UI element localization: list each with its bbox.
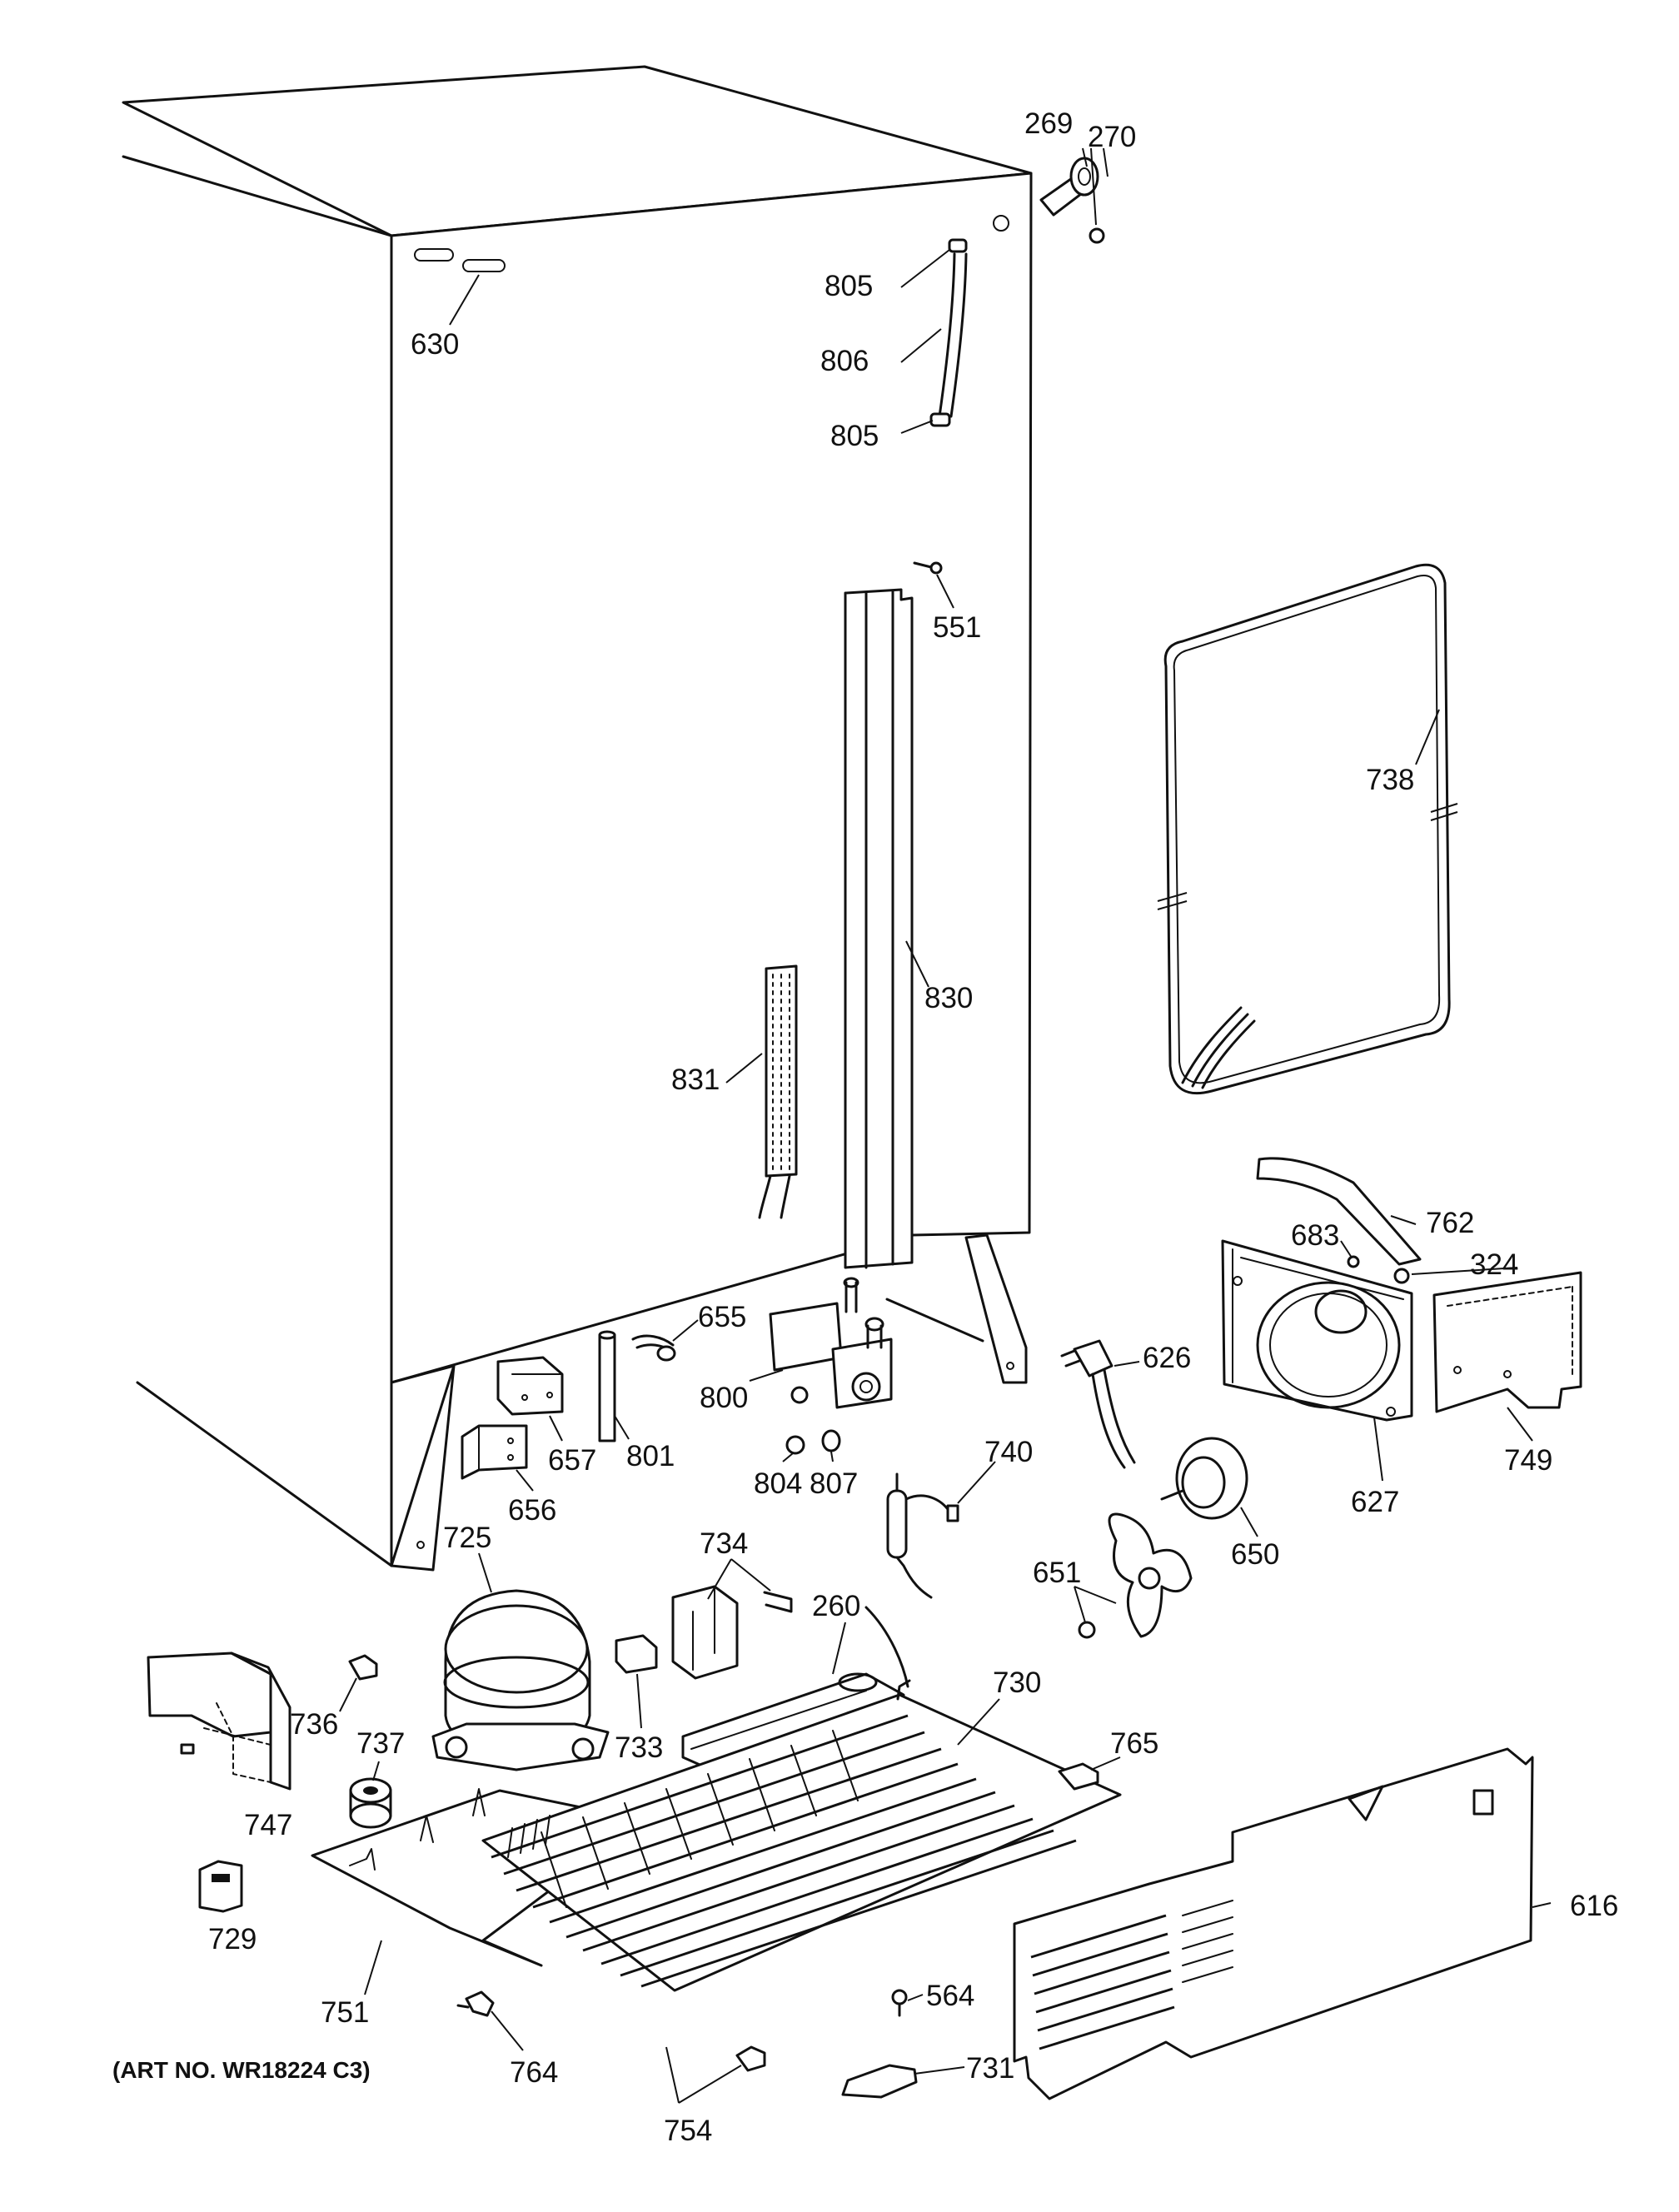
- part-269-270: [1039, 157, 1105, 244]
- part-657-bracket: [496, 1356, 564, 1416]
- label-749: 749: [1504, 1444, 1552, 1477]
- part-740-capacitor: [886, 1472, 959, 1599]
- part-656-bracket: [461, 1424, 528, 1480]
- label-805-top: 805: [825, 270, 873, 302]
- label-730: 730: [993, 1666, 1041, 1699]
- label-655: 655: [698, 1301, 746, 1333]
- label-630: 630: [411, 328, 459, 361]
- part-651-fan-blade: [1078, 1512, 1193, 1639]
- label-627: 627: [1351, 1486, 1399, 1518]
- label-831: 831: [671, 1064, 720, 1096]
- label-805-bottom: 805: [830, 420, 879, 452]
- part-564-screw: [891, 1989, 908, 2017]
- part-551-screw: [913, 561, 943, 575]
- label-737: 737: [356, 1727, 405, 1760]
- label-729: 729: [208, 1923, 257, 1955]
- part-616-grille: [1013, 1747, 1534, 2100]
- label-800: 800: [700, 1382, 748, 1414]
- part-324-screw: [1393, 1268, 1410, 1284]
- label-564: 564: [926, 1980, 974, 2012]
- part-830-channel: [844, 588, 914, 1269]
- part-627-shroud: [1221, 1239, 1413, 1422]
- part-734-relay: [671, 1585, 793, 1680]
- part-807-nut: [821, 1429, 841, 1452]
- label-740: 740: [984, 1436, 1033, 1468]
- part-683-screw: [1347, 1255, 1360, 1268]
- part-738-gasket: [1157, 563, 1458, 1095]
- label-747: 747: [244, 1809, 292, 1841]
- part-725-compressor: [431, 1589, 610, 1771]
- part-764-clip: [456, 1990, 495, 2017]
- label-733: 733: [615, 1731, 663, 1764]
- part-736-clip: [348, 1654, 378, 1681]
- part-733-overload: [615, 1634, 658, 1674]
- label-804: 804: [754, 1467, 802, 1500]
- part-626-cord: [1060, 1339, 1136, 1469]
- leader-lines: [339, 147, 1552, 2104]
- label-830: 830: [924, 982, 973, 1014]
- label-269: 269: [1024, 107, 1073, 140]
- label-270: 270: [1088, 121, 1136, 153]
- label-551: 551: [933, 611, 981, 644]
- label-734: 734: [700, 1527, 748, 1560]
- label-738: 738: [1366, 764, 1414, 796]
- label-725: 725: [443, 1522, 491, 1554]
- label-260: 260: [812, 1590, 860, 1622]
- label-801: 801: [626, 1440, 675, 1472]
- label-806: 806: [820, 345, 869, 377]
- part-762-strip: [1256, 1157, 1422, 1266]
- label-754: 754: [664, 2115, 712, 2147]
- label-324: 324: [1470, 1248, 1518, 1281]
- art-number: (ART NO. WR18224 C3): [112, 2057, 371, 2083]
- label-765: 765: [1110, 1727, 1158, 1760]
- part-801-tube: [598, 1330, 616, 1442]
- part-650-motor: [1160, 1437, 1248, 1520]
- part-729-box: [198, 1860, 243, 1913]
- part-747-cover: [147, 1652, 291, 1791]
- part-749-plate: [1432, 1271, 1582, 1413]
- label-650: 650: [1231, 1538, 1279, 1571]
- label-683: 683: [1291, 1219, 1339, 1252]
- part-765-clip: [1058, 1762, 1099, 1791]
- label-626: 626: [1143, 1342, 1191, 1374]
- part-754-clip: [735, 2045, 766, 2072]
- part-831-strip: [758, 964, 798, 1219]
- part-737-grommet: [349, 1777, 392, 1829]
- part-731-bracket: [841, 2064, 918, 2099]
- label-651: 651: [1033, 1557, 1081, 1589]
- label-616: 616: [1570, 1890, 1618, 1922]
- label-762: 762: [1426, 1207, 1474, 1239]
- part-804-nut: [785, 1435, 805, 1455]
- part-730-condenser: [481, 1679, 1122, 1992]
- label-657: 657: [548, 1444, 596, 1477]
- label-731: 731: [966, 2052, 1014, 2085]
- label-764: 764: [510, 2056, 558, 2089]
- part-800-valve: [769, 1277, 893, 1409]
- part-labels: 269 270 805 806 805 630 551 738 830 831 …: [112, 107, 1618, 2147]
- label-656: 656: [508, 1494, 556, 1527]
- part-805-806: [929, 238, 968, 427]
- label-751: 751: [321, 1996, 369, 2029]
- label-736: 736: [290, 1708, 338, 1741]
- label-807: 807: [810, 1467, 858, 1500]
- part-655-clip: [631, 1334, 676, 1362]
